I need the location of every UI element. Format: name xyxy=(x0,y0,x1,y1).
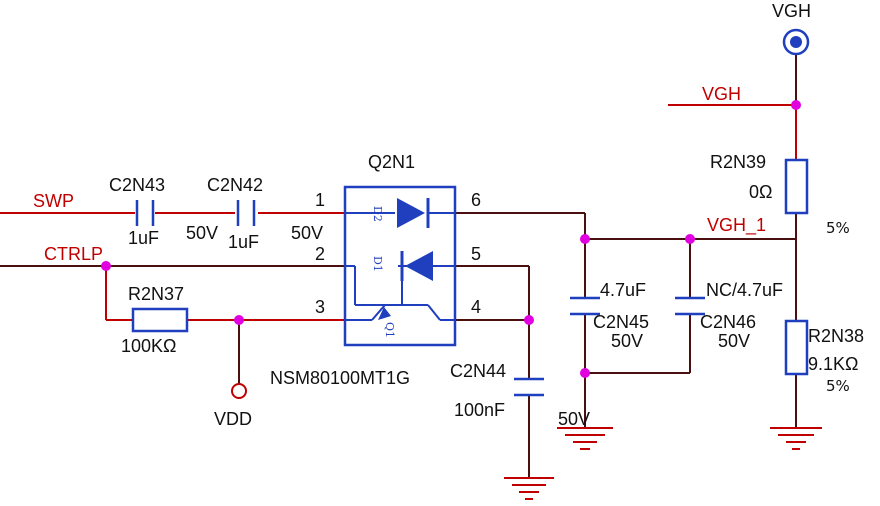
r2n37-body xyxy=(131,307,189,333)
vgh-port-inner xyxy=(790,36,802,48)
c2n45-value: 4.7uF xyxy=(600,280,646,300)
q2n1-pin-4: 4 xyxy=(471,297,481,317)
junctions xyxy=(101,100,801,378)
q2n1-part: NSM80100MT1G xyxy=(270,368,410,388)
r2n39-value: 0Ω xyxy=(749,182,772,202)
c2n42-ref: C2N42 xyxy=(207,175,263,195)
r2n39-body xyxy=(784,158,809,215)
c2n46-value: NC/4.7uF xyxy=(706,280,783,300)
vdd-port-circle xyxy=(231,383,247,399)
vdd-port xyxy=(231,383,247,399)
junction-c46-top xyxy=(685,234,695,244)
grounds xyxy=(504,427,822,500)
c2n42-rating: 50V xyxy=(291,223,323,243)
c2n44-value: 100nF xyxy=(454,400,505,420)
c2n46-rating: 50V xyxy=(718,331,750,351)
capacitors xyxy=(135,200,705,397)
q2n1-pin-3: 3 xyxy=(315,297,325,317)
q2n1-pin-6: 6 xyxy=(471,190,481,210)
c2n45-rating: 50V xyxy=(611,331,643,351)
r2n39-ref: R2N39 xyxy=(710,152,766,172)
junction-pin4 xyxy=(524,315,534,325)
c2n45-ref: C2N45 xyxy=(593,312,649,332)
junction-ctrlp xyxy=(101,261,111,271)
junction-c45-bottom xyxy=(580,368,590,378)
r2n38-ref: R2N38 xyxy=(808,326,864,346)
r2n38-value: 9.1KΩ xyxy=(808,354,858,374)
junction-c45-top xyxy=(580,234,590,244)
r2n37-value: 100KΩ xyxy=(121,336,177,356)
c2n43-ref: C2N43 xyxy=(109,175,165,195)
q1-transistor-arrow-icon xyxy=(378,307,391,320)
q2n1-pin-1: 1 xyxy=(315,190,325,210)
q2n1-pin-2: 2 xyxy=(315,244,325,264)
q2n1-internal-q1: Q1 xyxy=(383,322,396,338)
net-label-vgh1: VGH_1 xyxy=(707,215,766,236)
ground-c45-icon xyxy=(557,427,613,450)
c2n42-value: 1uF xyxy=(228,232,259,252)
c2n43-rating: 50V xyxy=(186,223,218,243)
junction-vdd xyxy=(234,315,244,325)
c2n46-ref: C2N46 xyxy=(700,312,756,332)
net-label-vgh: VGH xyxy=(702,84,741,104)
d2-diode-icon xyxy=(397,198,425,228)
c2n44-rating: 50V xyxy=(558,409,590,429)
q2n1-internal-d1: D1 xyxy=(371,256,384,272)
r2n39-tolerance: 5% xyxy=(826,219,850,237)
c2n44-ref: C2N44 xyxy=(450,361,506,381)
vgh-port-outer xyxy=(782,28,810,56)
junction-vgh xyxy=(791,100,801,110)
q2n1-pin-5: 5 xyxy=(471,244,481,264)
r2n37-ref: R2N37 xyxy=(128,284,184,304)
q2n1-internal-d2: D2 xyxy=(371,206,384,222)
port-label-vdd: VDD xyxy=(214,409,252,429)
resistors xyxy=(131,158,809,376)
d1-diode-icon xyxy=(405,251,433,281)
port-label-vgh: VGH xyxy=(772,1,811,21)
c2n43-value: 1uF xyxy=(128,228,159,248)
r2n38-tolerance: 5% xyxy=(826,377,850,395)
r2n38-body xyxy=(784,319,809,376)
q2n1-package: D2 D1 Q1 xyxy=(343,185,457,347)
vgh-port xyxy=(782,28,810,56)
net-label-ctrlp: CTRLP xyxy=(44,244,103,264)
ground-r38-icon xyxy=(770,427,822,450)
ground-c44-icon xyxy=(504,477,554,500)
q2n1-ref: Q2N1 xyxy=(368,152,415,172)
net-label-swp: SWP xyxy=(33,191,74,211)
